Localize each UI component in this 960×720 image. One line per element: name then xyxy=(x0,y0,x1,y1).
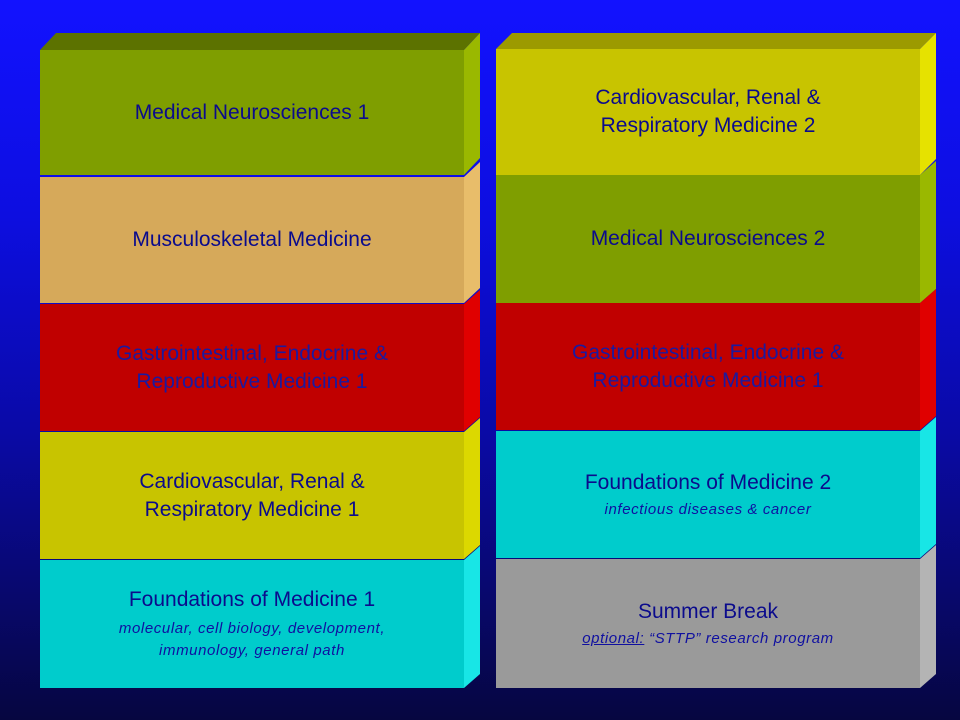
block-title: Medical Neurosciences 1 xyxy=(134,100,370,124)
block-title: Musculoskeletal Medicine xyxy=(132,228,372,251)
left-block-musculoskeletal-medicine: Musculoskeletal Medicine xyxy=(40,162,482,303)
block-title: Cardiovascular, Renal & Respiratory Medi… xyxy=(595,86,821,137)
block-subtitle: molecular, cell biology, development, im… xyxy=(118,620,386,659)
left-block-foundations-1: Foundations of Medicine 1 molecular, cel… xyxy=(40,546,482,688)
block-title: Summer Break xyxy=(637,599,779,623)
research-program-text: “STTP” research program xyxy=(644,629,834,647)
left-block-medical-neurosciences-1: Medical Neurosciences 1 xyxy=(40,33,482,175)
block-shape xyxy=(40,162,480,303)
right-block-gastrointestinal-1: Gastrointestinal, Endocrine & Reproducti… xyxy=(496,289,938,430)
block-shape xyxy=(496,289,936,430)
block-shape xyxy=(496,161,936,303)
left-block-gastrointestinal-1: Gastrointestinal, Endocrine & Reproducti… xyxy=(40,290,482,431)
block-shape xyxy=(496,545,936,688)
block-title: Gastrointestinal, Endocrine & Reproducti… xyxy=(116,341,388,393)
block-shape xyxy=(496,417,936,558)
block-shape xyxy=(40,290,480,431)
right-block-medical-neurosciences-2: Medical Neurosciences 2 xyxy=(496,161,938,303)
right-block-summer-break: Summer Break optional: “STTP” research p… xyxy=(496,545,938,688)
block-title: Cardiovascular, Renal & Respiratory Medi… xyxy=(139,469,365,521)
block-shape xyxy=(40,33,480,175)
block-shape xyxy=(40,418,480,559)
left-block-cardiovascular-1: Cardiovascular, Renal & Respiratory Medi… xyxy=(40,418,482,559)
block-title: Gastrointestinal, Endocrine & Reproducti… xyxy=(572,340,844,392)
block-subtitle: optional: “STTP” research program xyxy=(582,628,834,650)
block-shape xyxy=(40,546,480,688)
block-title: Medical Neurosciences 2 xyxy=(590,227,826,250)
right-block-cardiovascular-2: Cardiovascular, Renal & Respiratory Medi… xyxy=(496,33,938,175)
block-title: Foundations of Medicine 2 xyxy=(584,470,832,494)
block-subtitle: infectious diseases & cancer xyxy=(604,500,812,518)
optional-label: optional: xyxy=(582,629,645,647)
block-shape xyxy=(496,33,936,175)
block-title: Foundations of Medicine 1 xyxy=(128,588,376,611)
right-block-foundations-2: Foundations of Medicine 2 infectious dis… xyxy=(496,417,938,558)
